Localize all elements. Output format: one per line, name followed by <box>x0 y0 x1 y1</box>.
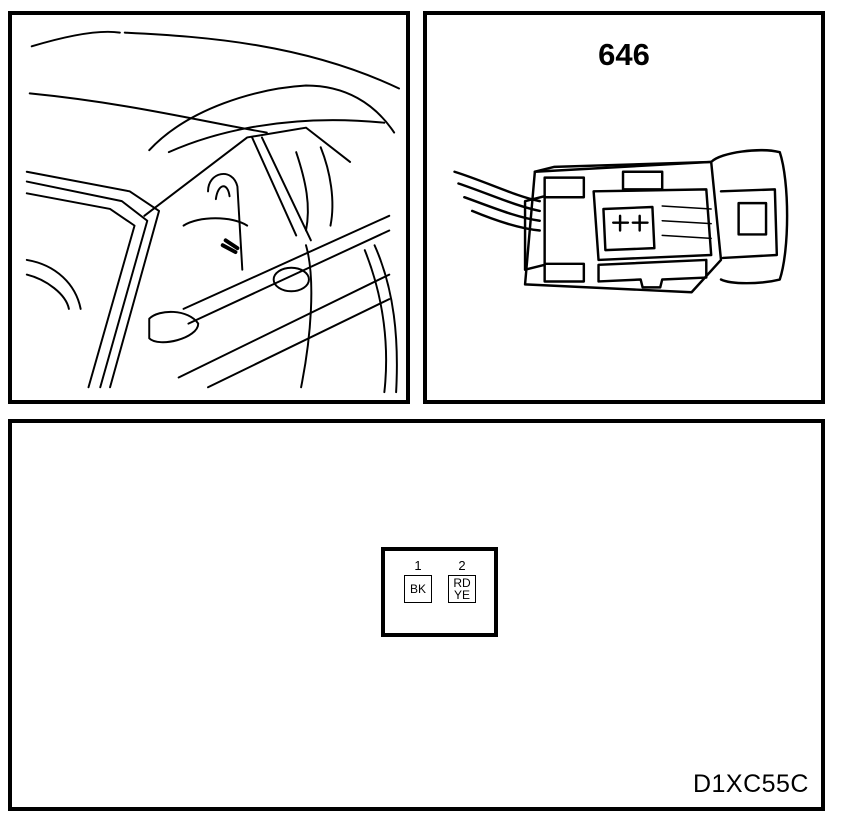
wire-color: BK <box>409 582 426 596</box>
pin-2: 2 RD YE <box>446 559 478 603</box>
diagram-code: D1XC55C <box>692 770 809 798</box>
wire-color-stripe: YE <box>453 588 470 602</box>
pinout-view: 1 BK 2 RD YE D1XC55C <box>8 419 825 811</box>
vehicle-location-view <box>8 11 410 404</box>
connector-number: 646 <box>598 37 650 72</box>
connector-illustration <box>453 149 789 294</box>
wire-color: RD <box>453 576 471 590</box>
pin-number: 1 <box>414 558 422 573</box>
pin-1: 1 BK <box>402 559 434 603</box>
vehicle-interior-illustration <box>25 30 401 394</box>
pin-color-box: RD YE <box>448 575 476 603</box>
pin-color-box: BK <box>404 575 432 603</box>
pin-number: 2 <box>458 558 466 573</box>
connector-face: 1 BK 2 RD YE <box>381 547 498 637</box>
connector-view: 646 <box>423 11 825 404</box>
